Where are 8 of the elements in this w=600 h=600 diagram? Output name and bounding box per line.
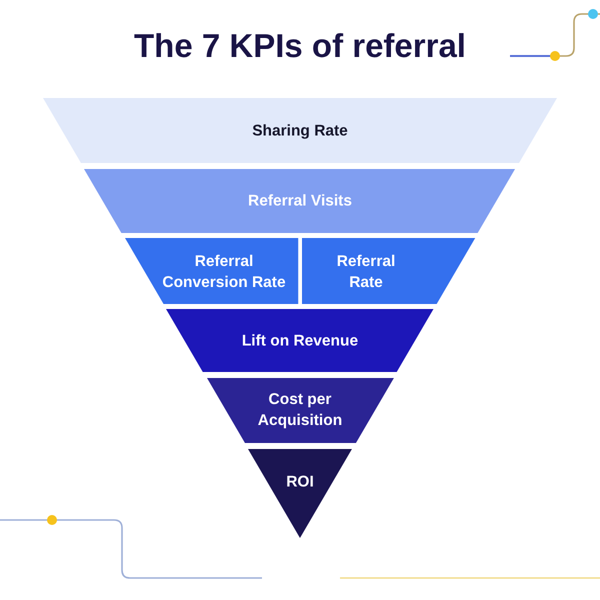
band-label: Referral Rate bbox=[336, 252, 396, 293]
title: The 7 KPIs of referral bbox=[134, 26, 466, 66]
band-label: Lift on Revenue bbox=[240, 332, 360, 352]
band-label: Cost per Acquisition bbox=[256, 390, 344, 431]
band-label: Referral Conversion Rate bbox=[161, 252, 287, 293]
band-label: ROI bbox=[285, 472, 315, 492]
band-label: Referral Visits bbox=[247, 192, 353, 212]
band-label: Sharing Rate bbox=[251, 122, 349, 142]
